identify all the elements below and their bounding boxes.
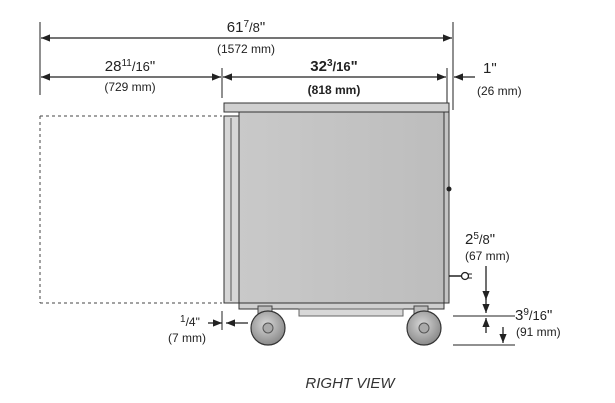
dimension-lines [41,34,507,343]
door-swing-outline [39,115,222,304]
power-cord [449,271,472,281]
caster-height-metric: (91 mm) [516,325,561,339]
cord-height-metric: (67 mm) [465,249,510,263]
caster-front [250,305,286,346]
caster-rear [406,305,442,346]
unit-cabinet [238,111,445,304]
back-clearance-label: 1" [483,60,497,77]
cord-height-label: 25/8" [465,231,495,248]
unit-top [223,102,450,113]
refrigerator-unit [223,102,472,346]
unit-back-panel [443,111,450,304]
view-caption: RIGHT VIEW [305,375,396,392]
caster-height-label: 39/16" [515,307,552,324]
door-gap-label: 1/4" [180,314,200,329]
door-swing-metric: (729 mm) [104,80,155,94]
depth-metric: (818 mm) [308,83,361,97]
depth-label: 323/16" [310,58,357,75]
dimension-ticks [221,311,515,346]
door-swing-label: 2811/16" [105,58,155,75]
door-gap-metric: (7 mm) [168,331,206,345]
back-clearance-metric: (26 mm) [477,84,522,98]
overall-width-metric: (1572 mm) [217,42,275,56]
extension-lines [39,22,454,110]
overall-width-label: 617/8" [227,19,265,36]
